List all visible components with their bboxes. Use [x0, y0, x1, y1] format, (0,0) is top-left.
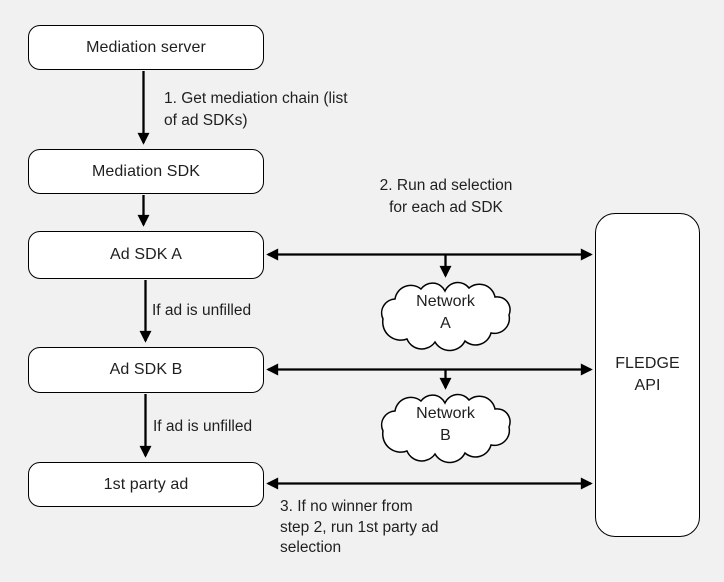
network-a-cloud-shape — [380, 281, 511, 352]
node-fledge-api: FLEDGE API — [595, 213, 700, 537]
node-mediation-server: Mediation server — [28, 25, 264, 70]
if-unfilled-label-b: If ad is unfilled — [153, 418, 253, 435]
if-unfilled-label-a: If ad is unfilled — [152, 302, 252, 319]
network-b-cloud-shape — [380, 393, 511, 464]
node-mediation-sdk: Mediation SDK — [28, 149, 264, 194]
node-ad-sdk-b: Ad SDK B — [28, 347, 264, 393]
step2-label: 2. Run ad selection for each ad SDK — [379, 177, 513, 216]
network-a-label: Network A — [416, 293, 475, 332]
step3-label: 3. If no winner from step 2, run 1st par… — [280, 498, 439, 556]
network-b-label: Network B — [416, 405, 475, 444]
node-first-party-ad: 1st party ad — [28, 462, 264, 507]
step1-label: 1. Get mediation chain (list of ad SDKs) — [164, 90, 348, 129]
node-ad-sdk-a: Ad SDK A — [28, 231, 264, 279]
